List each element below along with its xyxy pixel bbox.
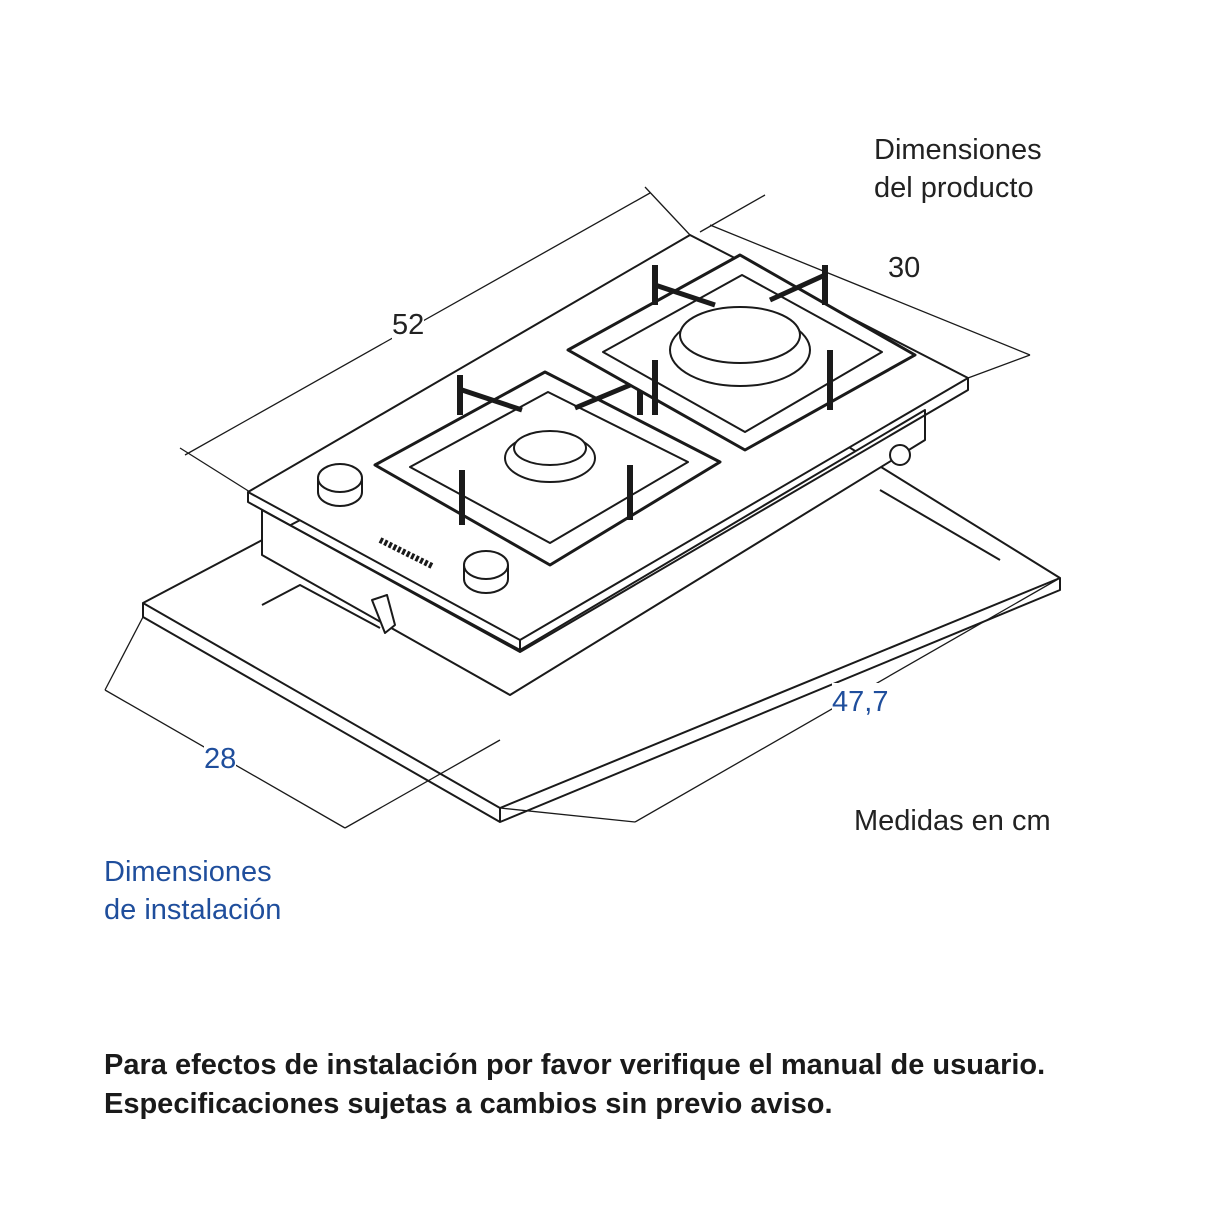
- installation-dimensions-label: Dimensiones de instalación: [104, 853, 281, 929]
- dim-line-30: [709, 224, 1031, 356]
- product-label-line1: Dimensiones: [874, 134, 1042, 166]
- dim-47-7-label: 47,7: [832, 683, 889, 721]
- control-knob: [463, 550, 509, 594]
- dim-30-label: 30: [888, 249, 921, 287]
- install-label-line2: de instalación: [104, 894, 282, 926]
- footer-note-specifications: Especificaciones sujetas a cambios sin p…: [104, 1088, 833, 1120]
- dim-28-label: 28: [204, 740, 237, 778]
- units-label: Medidas en cm: [854, 805, 1051, 837]
- small-burner-grate: [373, 370, 722, 567]
- dim-52-label: 52: [392, 306, 425, 344]
- dimension-lines: [104, 186, 1061, 829]
- footer-note-installation: Para efectos de instalación por favor ve…: [104, 1049, 1046, 1081]
- control-knob: [317, 463, 363, 507]
- product-label-line2: del producto: [874, 172, 1034, 204]
- large-burner-grate: [566, 253, 917, 452]
- install-label-line1: Dimensiones: [104, 856, 272, 888]
- product-dimensions-label: Dimensiones del producto: [874, 131, 1042, 207]
